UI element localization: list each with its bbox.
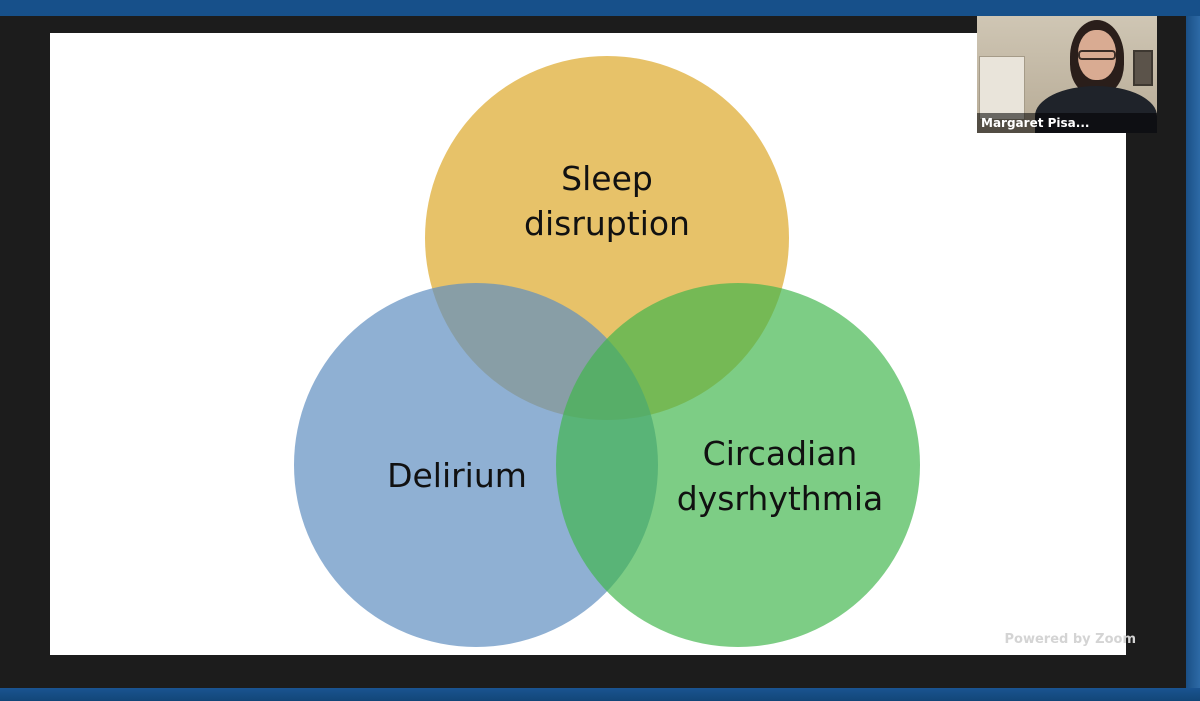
label-sleep-line2: disruption [524, 204, 690, 243]
participant-name-label: Margaret Pisa... [977, 113, 1157, 133]
venn-diagram [294, 56, 920, 647]
participant-glasses [1078, 50, 1116, 60]
label-circadian-line1: Circadian [702, 434, 858, 473]
powered-by-zoom-watermark: Powered by Zoom [1004, 632, 1137, 647]
circle-delirium [294, 283, 658, 647]
participant-face [1078, 30, 1116, 80]
circle-circadian-dysrhythmia [556, 283, 920, 647]
label-sleep-line1: Sleep [561, 159, 653, 198]
bottom-edge-bar [0, 688, 1200, 701]
label-circadian-dysrhythmia: Circadian dysrhythmia [665, 431, 895, 521]
label-sleep-disruption: Sleep disruption [507, 156, 707, 246]
label-delirium: Delirium [387, 456, 527, 495]
label-circadian-line2: dysrhythmia [676, 479, 884, 518]
presentation-slide: Sleep disruption Delirium Circadian dysr… [50, 33, 1126, 655]
participant-video-tile[interactable]: Margaret Pisa... [977, 16, 1157, 133]
background-door [979, 56, 1025, 120]
window-right-edge [1186, 16, 1200, 688]
background-picture-frame [1133, 50, 1153, 86]
